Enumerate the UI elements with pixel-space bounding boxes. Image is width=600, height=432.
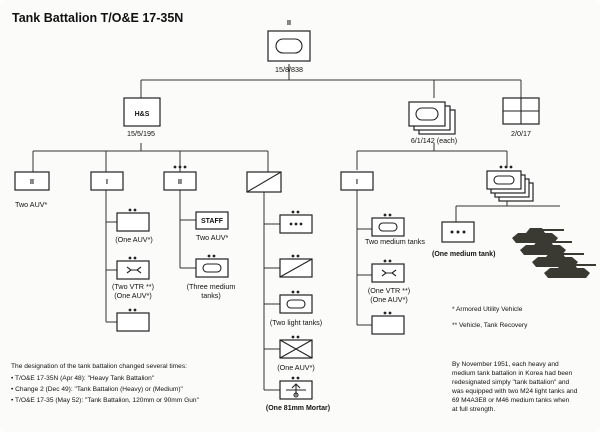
co-hq-section-2-line2: (One AUV*) [114,291,152,300]
co-hq-section-2-line1: (Two VTR **) [112,282,154,291]
footnote-line: medium tank battalion in Korea had been [452,370,573,377]
tank-co-maint-line2: (One AUV*) [370,295,408,304]
tank-co-hq-note: Two medium tanks [365,237,425,246]
armor-oval-icon [378,222,398,232]
history-intro: The designation of the tank battalion ch… [11,363,187,370]
history-item: • T/O&E 17-35N (Apr 48): "Heavy Tank Bat… [11,375,155,382]
legend-auv: * Armored Utility Vehicle [452,306,523,313]
tank-symbol-icon [408,101,446,127]
footnote-line: at full strength. [452,406,495,413]
hq-box-icon [163,171,197,191]
armor-oval-icon [493,175,515,185]
history-item: • Change 2 (Dec 49): "Tank Battalion (He… [11,386,184,393]
medical-detachment-unit: 2/0/17 [502,97,540,138]
tank-symbol-icon [279,294,313,314]
staff-tanks-line1: (Three medium [187,282,236,291]
bn-hq-note: Two AUV* [15,200,48,209]
co-hq-section-1-label: (One AUV*) [115,235,153,244]
armor-oval-icon [202,263,222,273]
hq-box-icon [90,171,124,191]
echelon-marker: II [287,20,291,27]
history-notes: The designation of the tank battalion ch… [11,363,200,404]
footnote-line: redesignated simply "tank battalion" and [452,379,570,386]
tank-platoons-unit: (One medium tank) [432,165,534,258]
footnote-line: was equipped with two M24 light tanks an… [451,388,578,395]
tank-companies-strength: 6/1/142 (each) [411,136,457,145]
recovery-glyph-icon [126,266,142,274]
hs-company-unit: H&S 15/5/195 [123,97,161,138]
hq-box-icon [340,171,374,191]
support-branch-unit: (Two light tanks) (One AUV*) (One 81mm M… [246,171,330,412]
platoon-label: (One medium tank) [432,251,495,258]
tank-symbol-icon [371,217,405,237]
tank-companies-unit: 6/1/142 (each) [408,101,457,145]
echelon-marker: II [178,179,182,186]
footnote: By November 1951, each heavy and medium … [451,361,578,413]
battalion-strength: 15/8/838 [275,65,303,74]
mortar-glyph-icon [286,383,306,396]
echelon-marker: I [356,179,358,186]
tank-silhouettes-icon [512,228,596,278]
hq-box-icon [14,171,50,191]
armor-oval-icon [275,38,303,54]
staff-label: STAFF [201,218,224,225]
chart-title: Tank Battalion T/O&E 17-35N [12,11,183,25]
section-box-icon [116,312,150,332]
echelon-marker: II [30,179,34,186]
legend-vtr: ** Vehicle, Tank Recovery [452,322,528,329]
connector-lines [32,64,560,391]
company-hq-unit: I (One AUV*) (Two VTR **) (One AUV*) [90,171,154,332]
section-box-icon [116,212,150,232]
hs-strength: 15/5/195 [127,129,155,138]
light-tanks-label: (Two light tanks) [270,318,322,327]
armor-oval-icon [286,299,306,309]
tank-symbol-icon [267,30,311,62]
weapons-auv-label: (One AUV*) [277,363,315,372]
hq-flag-icon [123,97,161,127]
history-item: • T/O&E 17-35 (May 52): "Tank Battalion,… [11,397,200,404]
footnote-line: By November 1951, each heavy and [452,361,559,368]
armor-oval-icon [415,107,439,121]
echelon-marker: I [106,179,108,186]
legend: * Armored Utility Vehicle ** Vehicle, Ta… [452,306,528,329]
tank-symbol-icon [486,170,522,190]
bn-hq-company-unit: II STAFF Two AUV* (Three medium tanks) [163,165,236,300]
battalion-unit: II 15/8/838 [267,20,311,74]
hs-label: H&S [135,111,150,118]
footnote-line: 69 M4A3E8 or M46 medium tanks when [452,397,570,404]
recovery-glyph-icon [381,269,397,277]
tank-company-hq-unit: I Two medium tanks (One VTR **) (One AUV… [340,171,425,335]
staff-note: Two AUV* [196,233,229,242]
staff-box-icon [195,211,229,230]
tank-co-maint-line1: (One VTR **) [368,286,410,295]
tank-symbol-icon [195,258,229,278]
mortar-label: (One 81mm Mortar) [266,405,330,412]
bn-hq-unit: II Two AUV* [14,171,50,209]
staff-tanks-line2: tanks) [201,291,221,300]
section-box-icon [371,315,405,335]
medical-strength: 2/0/17 [511,129,531,138]
